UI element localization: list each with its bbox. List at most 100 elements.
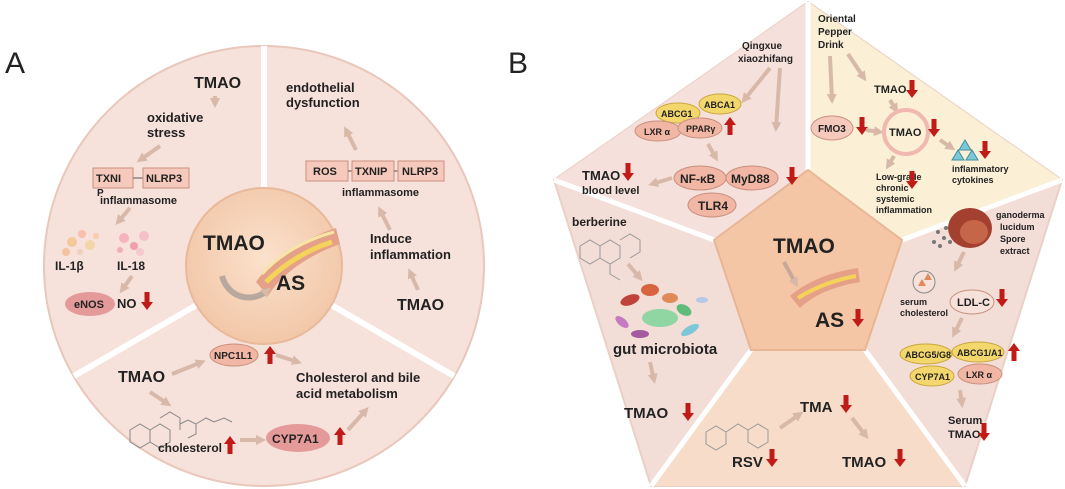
b-tl-abca1-oval xyxy=(698,93,742,115)
b-tl-abca1: ABCA1 xyxy=(704,100,735,110)
b-r-ldlc-oval xyxy=(949,289,995,315)
a-b-tmao: TMAO xyxy=(118,369,165,386)
b-tl-myd88-oval xyxy=(725,165,779,191)
a-tl-nlrp3: NLRP3 xyxy=(146,173,182,185)
a-tr-ros: ROS xyxy=(313,166,337,178)
resveratrol-structure-icon xyxy=(705,423,769,451)
b-r-cyp7a1: CYP7A1 xyxy=(915,372,950,382)
b-r-gano-3: Spore xyxy=(1000,234,1026,244)
panel-b-sector-pepper: Oriental Pepper Drink TMAO FMO3 TMAO inf… xyxy=(810,14,1009,215)
b-r-serum-2: TMAO xyxy=(948,429,981,441)
a-b-chol-2: acid metabolism xyxy=(296,386,398,401)
a-b-cyp7a1: CYP7A1 xyxy=(272,432,319,446)
panel-b-sector-berberine: berberine gut microbiota TMAO xyxy=(572,215,718,422)
panel-a-sector-cholesterol: TMAO NPC1L1 Cholesterol and bile acid me… xyxy=(118,343,420,455)
b-b-tma: TMA xyxy=(800,399,833,416)
a-tr-endo-1: endothelial xyxy=(286,80,355,95)
a-b-cholesterol: cholesterol xyxy=(158,441,222,455)
il1b-dots-icon xyxy=(62,230,99,256)
b-tl-tlr4: TLR4 xyxy=(698,199,728,213)
a-tl-nlrp3-box xyxy=(142,167,190,189)
b-r-abcg5: ABCG5/G8 xyxy=(905,350,951,360)
b-tr-fmo3: FMO3 xyxy=(818,124,846,135)
b-tr-fmo3-oval xyxy=(810,115,854,141)
panel-b-sector-resveratrol: TMA RSV TMAO xyxy=(705,395,906,471)
b-tr-cyto-1: inflammatory xyxy=(952,164,1009,174)
b-tr-drink-1: Oriental xyxy=(818,14,856,25)
a-tr-txnip: TXNIP xyxy=(355,166,387,178)
b-tr-drink-2: Pepper xyxy=(818,27,852,38)
b-tl-tmao-level-2: blood level xyxy=(582,185,639,197)
panel-a-sector-endothelial: endothelial dysfunction ROS TXNIP NLRP3 … xyxy=(286,80,451,314)
a-tl-no: NO xyxy=(117,296,137,311)
a-tl-enos: eNOS xyxy=(74,299,104,311)
b-tl-abcg1-oval xyxy=(655,102,701,124)
b-tl-ppar-oval xyxy=(677,117,723,139)
a-tl-enos-oval xyxy=(65,292,115,316)
b-tl-abcg1: ABCG1 xyxy=(661,109,693,119)
a-tr-nlrp3: NLRP3 xyxy=(402,166,438,178)
panel-b-letter: B xyxy=(508,47,528,80)
b-tl-tlr4-oval xyxy=(687,192,737,218)
b-tl-herb-1: Qingxue xyxy=(742,41,782,52)
b-tr-tmao-cycle: TMAO xyxy=(889,127,922,139)
cycle-ring-icon xyxy=(882,108,930,156)
b-r-gano-4: extract xyxy=(1000,246,1030,256)
b-r-serum-1: Serum xyxy=(948,415,982,427)
b-r-serum-chol-1: serum xyxy=(900,297,927,307)
b-l-gut: gut microbiota xyxy=(613,341,718,358)
b-r-serum-chol-2: cholesterol xyxy=(900,308,948,318)
b-tr-lowgrade-4: inflammation xyxy=(876,205,932,215)
a-tl-txni-p: P xyxy=(97,188,104,199)
b-tl-myd88: MyD88 xyxy=(731,172,770,186)
panel-b-center-subtitle: AS xyxy=(815,309,844,332)
a-b-npc1l1: NPC1L1 xyxy=(214,351,253,362)
a-tl-stress-1: oxidative xyxy=(147,110,203,125)
a-tl-il1b: IL-1β xyxy=(55,259,84,273)
a-tr-endo-2: dysfunction xyxy=(286,95,360,110)
b-tl-tmao-level-1: TMAO xyxy=(582,168,620,183)
a-tl-stress-2: stress xyxy=(147,125,185,140)
panel-b-bottom-sector xyxy=(651,350,965,486)
artery-illustration xyxy=(790,268,860,308)
b-tl-herb-2: xiaozhifang xyxy=(738,54,793,65)
b-r-cyp7a1-oval xyxy=(909,365,955,387)
spores-dots-icon xyxy=(932,226,952,248)
a-b-npc1l1-oval xyxy=(209,343,259,367)
b-r-lxr-oval xyxy=(957,363,1003,385)
cholesterol-structure-icon xyxy=(129,411,233,449)
a-tr-tmao: TMAO xyxy=(397,297,444,314)
panel-a-center-subtitle: AS xyxy=(276,272,305,295)
panel-a-sector-oxidative: TMAO oxidative stress TXNI NLRP3 P infla… xyxy=(55,75,241,316)
b-l-tmao: TMAO xyxy=(624,405,668,422)
mushroom-icon xyxy=(948,208,992,248)
panel-a-letter: A xyxy=(5,47,25,80)
b-r-ldlc: LDL-C xyxy=(957,297,990,309)
b-b-tmao: TMAO xyxy=(842,454,886,471)
b-l-berberine: berberine xyxy=(572,215,627,229)
berberine-structure-icon xyxy=(579,233,641,281)
b-tr-lowgrade-1: Low-grade xyxy=(876,172,922,182)
b-tl-lxr: LXR α xyxy=(644,127,671,137)
b-r-gano-2: lucidum xyxy=(1000,222,1035,232)
panel-a-center-circle xyxy=(185,187,343,345)
cycle-arrow-icon xyxy=(219,274,272,301)
a-b-cyp7a1-oval xyxy=(266,424,330,452)
a-tl-inflammasome: inflammasome xyxy=(100,195,177,207)
a-tr-nlrp3-box xyxy=(397,160,445,182)
serum-cholesterol-icon xyxy=(912,270,936,294)
panel-a-wheel: TMAO AS xyxy=(43,45,485,487)
panel-b-center-pentagon xyxy=(712,168,904,351)
b-r-lxr: LXR α xyxy=(966,370,993,380)
a-b-chol-1: Cholesterol and bile xyxy=(296,370,420,385)
b-tl-ppar: PPARγ xyxy=(686,124,715,134)
b-r-abcg1a1: ABCG1/A1 xyxy=(957,348,1003,358)
a-tl-tmao: TMAO xyxy=(194,75,241,92)
b-tr-tmao-small: TMAO xyxy=(874,84,907,96)
a-tl-il18: IL-18 xyxy=(117,259,145,273)
panel-b-sector-ganoderma: ganoderma lucidum Spore extract serum ch… xyxy=(899,208,1046,441)
a-tr-inflammasome: inflammasome xyxy=(342,187,419,199)
a-tr-induce-1: Induce xyxy=(370,231,412,246)
b-r-gano-1: ganoderma xyxy=(996,210,1046,220)
